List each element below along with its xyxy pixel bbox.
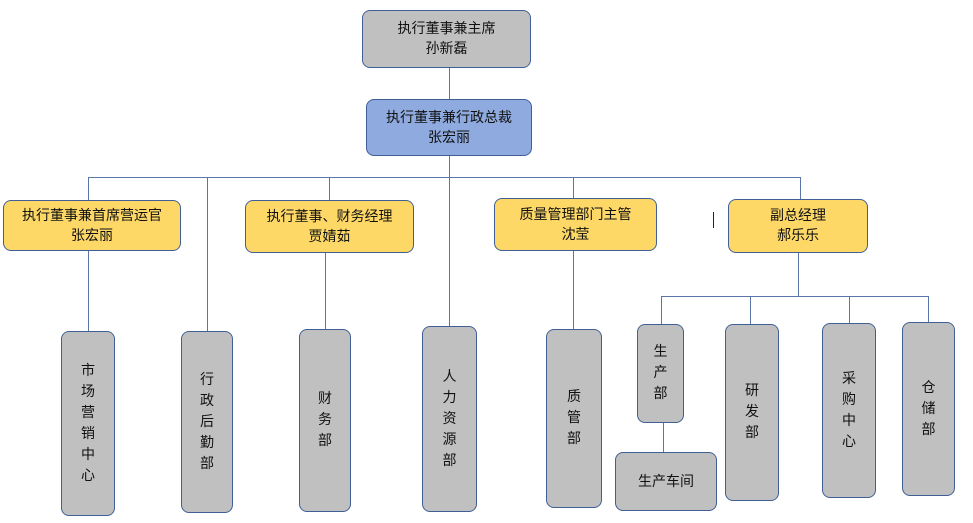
department-quality: 质 管 部 bbox=[546, 329, 602, 508]
chairman-node: 执行董事兼主席 孙新磊 bbox=[362, 10, 531, 68]
department-finance: 财 务 部 bbox=[299, 329, 351, 512]
department-char: 部 bbox=[745, 425, 759, 441]
department-char: 采 bbox=[842, 370, 856, 387]
department-char: 后 bbox=[200, 413, 214, 430]
department-char: 市 bbox=[81, 362, 95, 379]
president-title: 执行董事兼行政总裁 bbox=[386, 109, 512, 126]
connector-line bbox=[329, 177, 330, 201]
department-char: 心 bbox=[842, 433, 856, 450]
department-char: 质 bbox=[567, 389, 581, 405]
connector-line bbox=[849, 296, 850, 324]
department-char: 研 bbox=[745, 383, 759, 399]
president-name: 张宏丽 bbox=[428, 129, 470, 146]
department-admin: 行 政 后 勤 部 bbox=[181, 331, 233, 513]
connector-line bbox=[573, 250, 574, 330]
department-char: 源 bbox=[442, 431, 457, 448]
connector-line bbox=[449, 67, 450, 99]
department-char: 政 bbox=[200, 392, 214, 409]
department-char: 场 bbox=[81, 383, 95, 400]
department-char: 生 bbox=[653, 344, 668, 360]
connector-line bbox=[663, 422, 664, 452]
connector-line bbox=[928, 296, 929, 324]
executive-name: 郝乐乐 bbox=[777, 228, 819, 244]
connector-line bbox=[750, 296, 751, 324]
department-char: 务 bbox=[318, 412, 332, 428]
production-workshop: 生产车间 bbox=[615, 452, 717, 511]
connector-line bbox=[88, 177, 800, 178]
executive-node-finance: 执行董事、财务经理 贾婧茹 bbox=[245, 200, 414, 253]
executive-title: 副总经理 bbox=[770, 208, 826, 224]
executive-name: 张宏丽 bbox=[71, 227, 113, 244]
department-char: 管 bbox=[567, 410, 581, 426]
department-procurement: 采 购 中 心 bbox=[822, 323, 876, 498]
production-workshop-label: 生产车间 bbox=[638, 473, 694, 490]
department-char: 行 bbox=[200, 371, 214, 388]
department-char: 资 bbox=[442, 410, 457, 427]
department-char: 人 bbox=[442, 368, 457, 385]
connector-line bbox=[800, 177, 801, 200]
department-char: 发 bbox=[745, 404, 759, 420]
department-char: 产 bbox=[653, 365, 668, 381]
department-warehouse: 仓 储 部 bbox=[902, 322, 955, 496]
chairman-name: 孙新磊 bbox=[425, 41, 468, 57]
department-char: 力 bbox=[442, 389, 457, 406]
department-char: 心 bbox=[81, 467, 95, 484]
department-marketing: 市 场 营 销 中 心 bbox=[61, 331, 115, 516]
department-char: 仓 bbox=[921, 379, 936, 396]
department-char: 中 bbox=[81, 446, 95, 463]
connector-line bbox=[449, 155, 450, 177]
connector-line bbox=[573, 177, 574, 199]
connector-line bbox=[325, 252, 326, 330]
department-char: 部 bbox=[442, 452, 457, 469]
executive-name: 贾婧茹 bbox=[308, 228, 351, 245]
department-char: 部 bbox=[921, 421, 936, 438]
executive-node-quality: 质量管理部门主管 沈莹 bbox=[494, 198, 657, 251]
executive-name: 沈莹 bbox=[561, 226, 590, 243]
executive-title: 质量管理部门主管 bbox=[519, 206, 632, 223]
text-cursor bbox=[713, 212, 714, 228]
department-char: 部 bbox=[567, 431, 581, 447]
department-char: 部 bbox=[200, 455, 214, 472]
connector-line bbox=[798, 252, 799, 296]
executive-title: 执行董事兼首席营运官 bbox=[22, 207, 162, 224]
connector-line bbox=[207, 177, 208, 332]
connector-line bbox=[449, 177, 450, 327]
chairman-title: 执行董事兼主席 bbox=[397, 21, 496, 37]
connector-line bbox=[88, 177, 89, 201]
department-char: 部 bbox=[318, 433, 332, 449]
department-char: 财 bbox=[318, 391, 332, 407]
department-char: 营 bbox=[81, 404, 95, 421]
executive-title: 执行董事、财务经理 bbox=[266, 208, 393, 225]
department-hr: 人 力 资 源 部 bbox=[422, 326, 477, 512]
connector-line bbox=[88, 250, 89, 332]
department-char: 部 bbox=[653, 386, 668, 402]
department-char: 购 bbox=[842, 391, 856, 408]
department-char: 勤 bbox=[200, 434, 214, 451]
department-char: 储 bbox=[921, 400, 936, 417]
executive-node-vp: 副总经理 郝乐乐 bbox=[728, 199, 868, 253]
connector-line bbox=[661, 296, 929, 297]
department-char: 销 bbox=[81, 425, 95, 442]
president-node: 执行董事兼行政总裁 张宏丽 bbox=[366, 99, 532, 156]
department-rnd: 研 发 部 bbox=[725, 324, 779, 501]
connector-line bbox=[661, 296, 662, 324]
department-char: 中 bbox=[842, 412, 856, 429]
department-production: 生 产 部 bbox=[637, 324, 684, 423]
executive-node-coo: 执行董事兼首席营运官 张宏丽 bbox=[3, 200, 181, 251]
